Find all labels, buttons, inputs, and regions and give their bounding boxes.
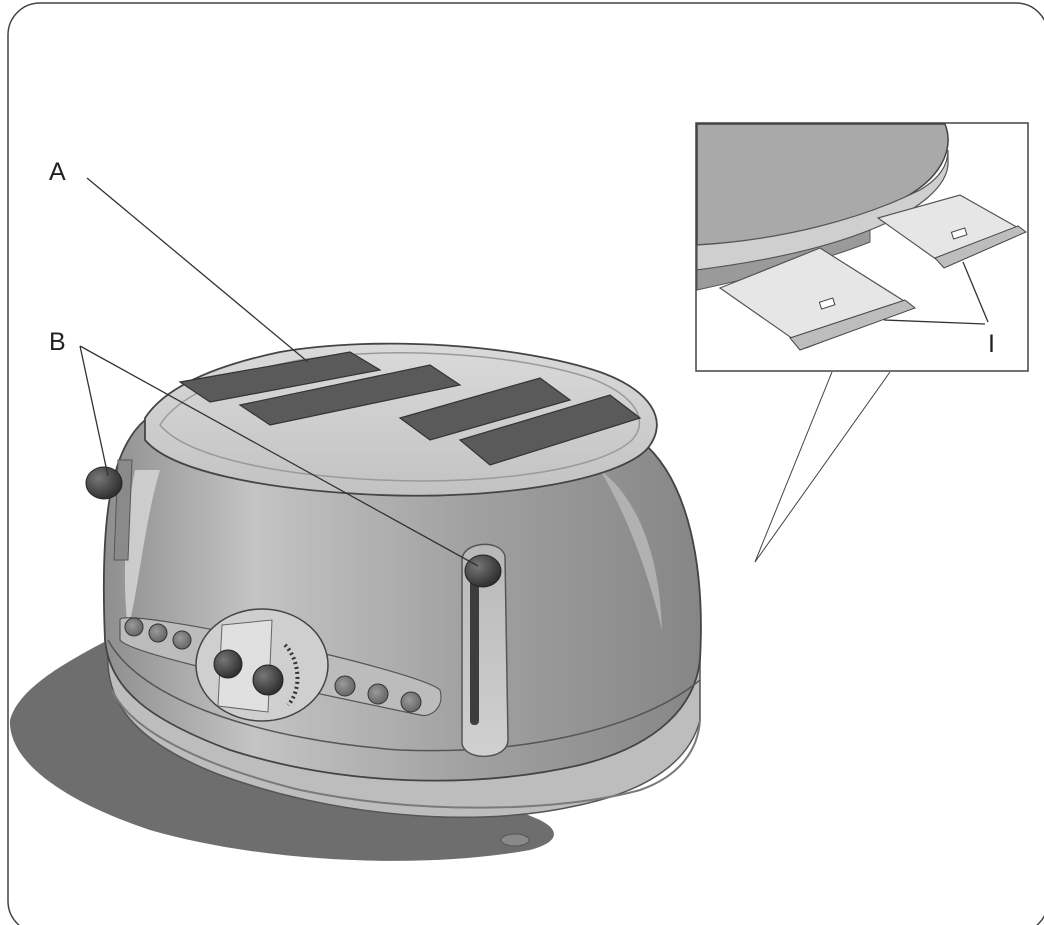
inset-detail [696, 123, 1027, 351]
control-button [172, 630, 192, 650]
figure-frame [7, 2, 1044, 925]
body-highlight-right [600, 470, 662, 630]
body-highlight [124, 470, 160, 630]
callout-label-a: A [49, 158, 66, 186]
control-button [334, 675, 356, 697]
toaster-foot [500, 833, 530, 847]
bread-slot [458, 394, 642, 466]
leader-line-i [962, 261, 989, 323]
crumb-tray-tab [818, 297, 836, 310]
crumb-tray-tab [950, 227, 968, 240]
bread-slot [238, 364, 462, 426]
crumb-tray-handle [934, 225, 1027, 269]
control-button [367, 683, 389, 705]
browning-knob [213, 649, 243, 679]
leader-line-i [883, 319, 986, 325]
callout-label-i: I [988, 330, 995, 358]
bread-slots [178, 351, 642, 466]
function-knob [252, 664, 284, 696]
body-lower-band [107, 639, 701, 752]
toaster-base-rim [111, 689, 701, 809]
left-lever-knob [85, 466, 123, 500]
leader-line-a [86, 177, 309, 363]
crumb-tray-handle [789, 299, 917, 351]
right-lever-knob [464, 554, 502, 588]
control-button [400, 691, 422, 713]
bread-slot [178, 351, 382, 403]
leader-line-b [79, 345, 479, 567]
zoom-line [754, 371, 833, 563]
zoom-line [754, 371, 891, 563]
bread-slot [398, 377, 572, 441]
control-buttons [124, 617, 422, 713]
leader-line-b [79, 345, 109, 477]
right-lever-track [470, 560, 479, 725]
control-button [148, 623, 168, 643]
control-button [124, 617, 144, 637]
top-inner-edge [159, 352, 641, 482]
callout-label-b: B [49, 328, 66, 356]
dial-scale [283, 643, 300, 707]
